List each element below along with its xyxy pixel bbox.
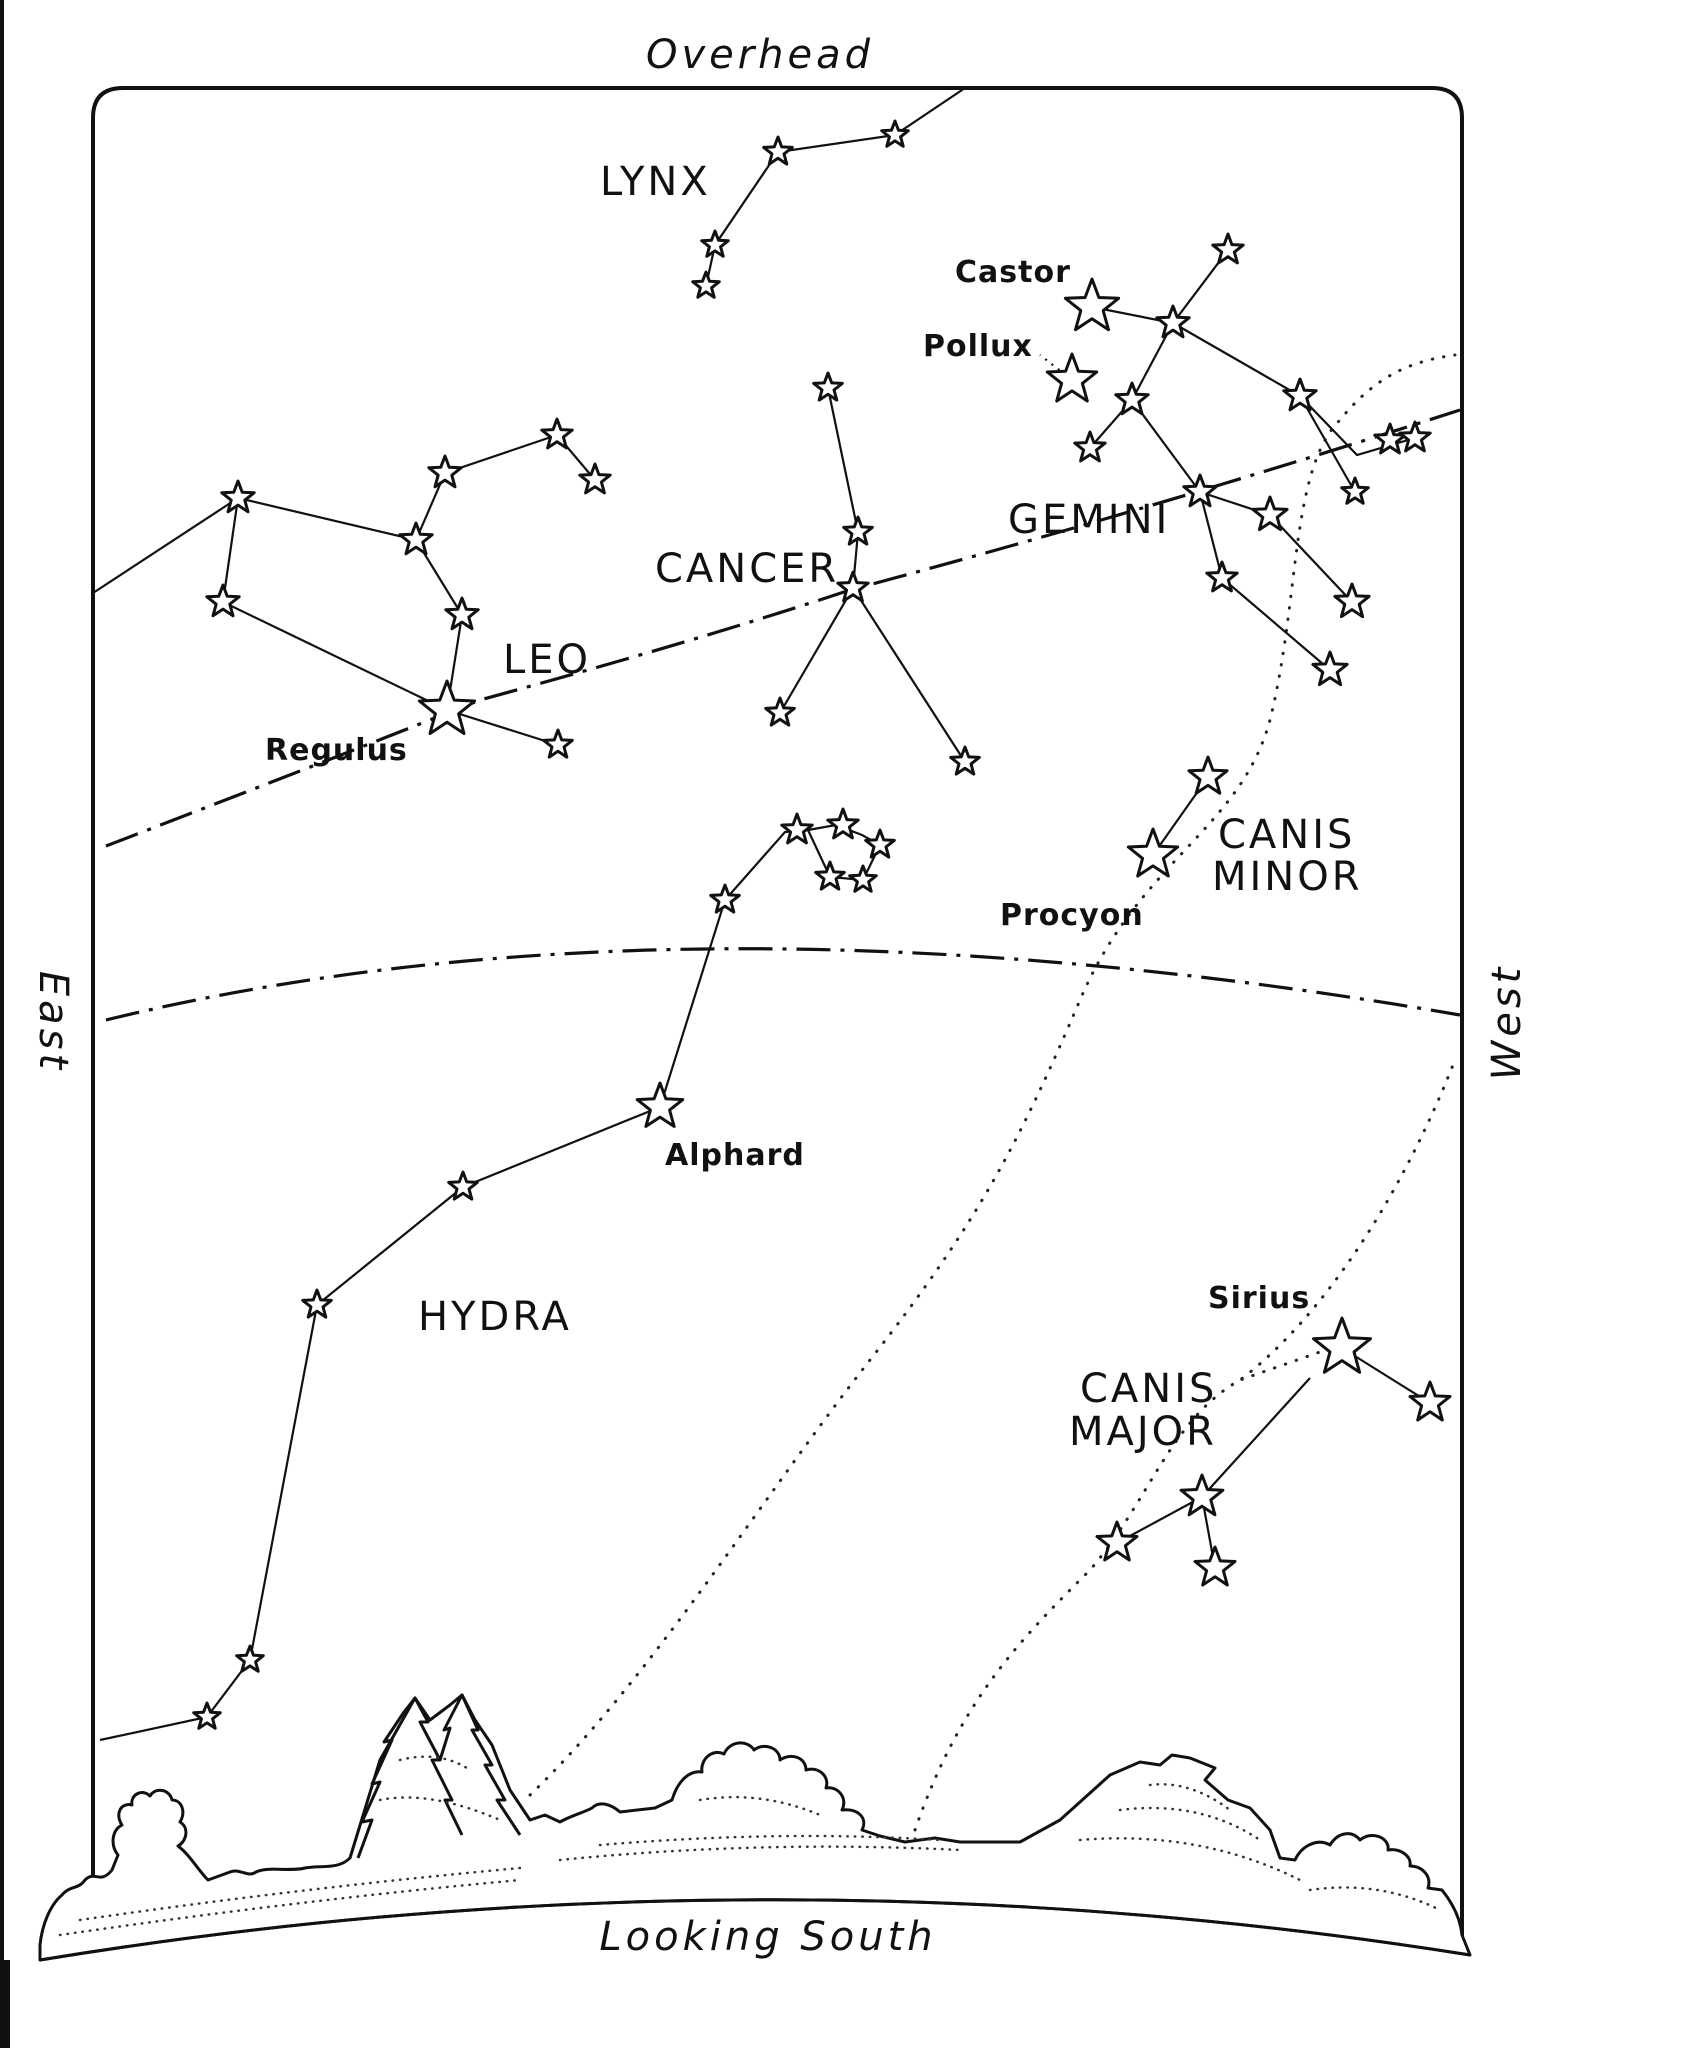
- star: [427, 454, 463, 489]
- label-overhead: Overhead: [646, 32, 874, 78]
- celestial-equator-line: [105, 947, 1461, 1022]
- stipple-shading: [58, 1755, 1442, 1937]
- star: [1251, 495, 1289, 532]
- ecliptic-line: [105, 408, 1461, 848]
- star: [780, 812, 814, 845]
- star: [444, 596, 480, 631]
- label-canis-major-1: CANIS: [1080, 1366, 1217, 1412]
- star: [762, 135, 794, 166]
- milky-way-boundary-west: [913, 1058, 1457, 1832]
- star: [1095, 1520, 1139, 1562]
- label-canis-minor-1: CANIS: [1218, 812, 1355, 858]
- chart-frame: [91, 86, 1464, 1948]
- hydra-line: [99, 823, 881, 1742]
- star: [542, 728, 574, 759]
- horizon-curve: [39, 1898, 1471, 1962]
- pine-tree-left: [356, 1696, 464, 1859]
- star: [578, 462, 612, 495]
- star-regulus: [417, 679, 477, 735]
- star: [826, 807, 860, 840]
- label-hydra: HYDRA: [418, 1294, 572, 1340]
- cancer-line-a: [779, 387, 860, 714]
- star: [1073, 430, 1107, 463]
- star: [1114, 381, 1150, 416]
- sirius-connector: [1238, 1343, 1342, 1382]
- star: [447, 1170, 479, 1201]
- star: [691, 270, 721, 299]
- star: [220, 479, 256, 514]
- star: [836, 570, 870, 603]
- label-east: East: [30, 971, 76, 1073]
- star-pollux: [1045, 352, 1099, 403]
- star: [1182, 473, 1218, 508]
- star-castor: [1063, 277, 1121, 332]
- gemini-line-a: [1091, 249, 1229, 325]
- label-gemini: GEMINI: [1008, 497, 1170, 543]
- label-alphard: Alphard: [665, 1138, 805, 1173]
- star: [814, 860, 846, 891]
- star: [1187, 755, 1229, 795]
- label-castor: Castor: [955, 255, 1071, 290]
- label-cancer: CANCER: [655, 546, 839, 592]
- star: [1340, 476, 1370, 505]
- star: [700, 229, 730, 258]
- label-canis-major-2: MAJOR: [1069, 1409, 1217, 1455]
- star: [192, 1701, 222, 1730]
- scan-edge-left: [0, 0, 4, 2048]
- star-sirius: [1312, 1316, 1372, 1374]
- hydra-head-line: [807, 829, 881, 882]
- label-sirius: Sirius: [1208, 1281, 1310, 1316]
- star: [1193, 1545, 1237, 1587]
- star: [235, 1644, 265, 1673]
- star: [1282, 377, 1318, 412]
- label-pollux: Pollux: [923, 329, 1033, 364]
- star: [398, 521, 434, 556]
- lynx-lines: [704, 87, 966, 287]
- star: [848, 864, 878, 893]
- star: [709, 883, 741, 914]
- leo-line-c: [414, 433, 596, 541]
- label-procyon: Procyon: [1000, 898, 1144, 933]
- star: [949, 745, 981, 776]
- star: [1408, 1380, 1452, 1422]
- milky-way-boundary-east: [528, 353, 1457, 1797]
- leo-line-a: [92, 495, 559, 747]
- star: [540, 417, 574, 450]
- pollux-connector: [1039, 354, 1073, 381]
- leo-line-b: [237, 496, 464, 711]
- horizon-landscape: [38, 1693, 1472, 1962]
- star: [301, 1288, 333, 1319]
- label-canis-minor-2: MINOR: [1212, 854, 1363, 900]
- label-leo: LEO: [503, 637, 591, 683]
- star: [864, 828, 896, 859]
- star: [1311, 650, 1349, 687]
- star: [842, 515, 874, 546]
- star: [880, 119, 910, 148]
- star: [1205, 560, 1239, 593]
- ground-silhouette: [38, 1693, 1472, 1962]
- star: [1333, 582, 1371, 619]
- gemini-line-c: [1130, 322, 1353, 603]
- cancer-line-b: [852, 587, 966, 763]
- star: [812, 371, 844, 402]
- star: [1398, 420, 1432, 453]
- star: [1179, 1473, 1225, 1517]
- gemini-line-f: [1299, 395, 1356, 493]
- label-west: West: [1484, 964, 1530, 1081]
- stars-layer: [192, 119, 1452, 1730]
- star: [205, 583, 241, 618]
- scan-edge-corner: [0, 1960, 10, 2048]
- label-regulus: Regulus: [265, 733, 408, 768]
- label-lynx: LYNX: [600, 159, 711, 205]
- star: [1211, 232, 1245, 265]
- label-looking-south: Looking South: [599, 1914, 936, 1960]
- constellation-lines: [92, 87, 1431, 1742]
- pine-tree-right: [438, 1693, 522, 1836]
- star-alphard: [635, 1081, 685, 1128]
- star: [1155, 304, 1191, 339]
- star-procyon: [1126, 827, 1180, 878]
- star: [764, 696, 796, 727]
